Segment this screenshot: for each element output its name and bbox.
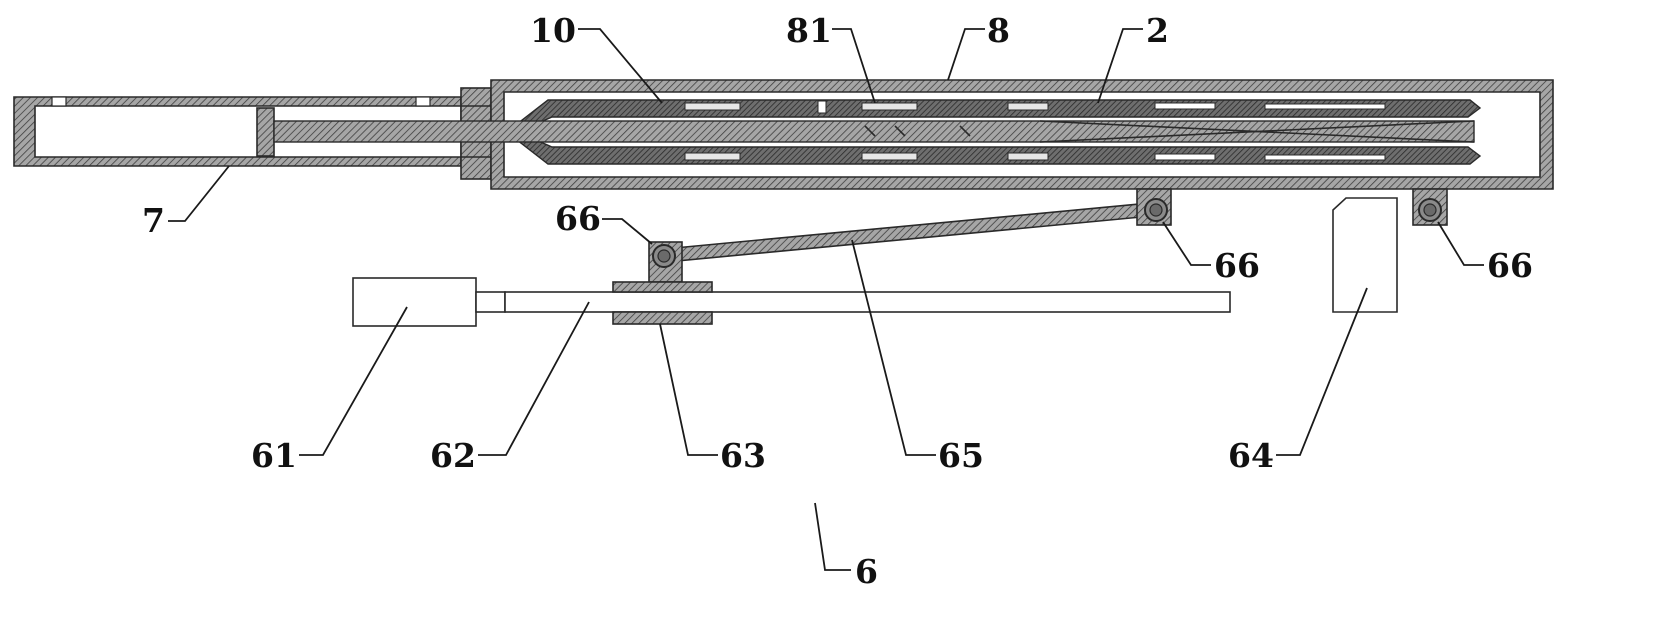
label-66-right: 66 [1487,246,1533,285]
leader-63 [659,323,718,456]
reference-numerals: 10 81 8 2 7 66 66 66 61 62 63 65 64 6 [142,11,1533,591]
leader-62 [478,301,590,456]
label-61: 61 [251,436,297,475]
stop-block [1332,197,1398,313]
leader-2 [1097,28,1143,104]
leader-64 [1276,287,1368,456]
leader-66-left [602,218,653,245]
leader-lines [168,28,1484,571]
leader-61 [299,306,408,456]
label-66-middle: 66 [1214,246,1260,285]
drive-motor [352,277,477,327]
label-62: 62 [430,436,476,475]
tube-slot [861,152,918,161]
leader-7 [168,165,230,222]
cylinder-vent-left [51,96,67,107]
slider-nut-top [612,281,713,293]
slider-nut-bottom [612,311,713,325]
tube-slot [1264,103,1386,110]
housing-wall [490,79,1554,190]
label-7: 7 [142,201,165,240]
cylinder-vent-right [415,96,431,107]
tube-slot [1154,102,1216,110]
piston-head [256,107,275,157]
leader-6 [814,502,851,571]
leader-8 [947,28,985,81]
tube-slot [684,102,741,111]
label-64: 64 [1228,436,1274,475]
tube-slot [684,152,741,161]
leader-66-right [1437,221,1484,266]
piston-rod [273,120,1475,143]
outer-housing [490,79,1554,190]
label-65: 65 [938,436,984,475]
tube-slot [1154,153,1216,161]
leader-66-middle [1162,221,1211,266]
linkage-mechanism [352,188,1448,327]
label-8: 8 [987,11,1010,50]
tube-slot [1007,102,1049,111]
tube-slot [1264,154,1386,161]
tube-slot [817,100,827,114]
label-10: 10 [530,11,576,50]
tube-slot [1007,152,1049,161]
motor-shaft-coupling [475,291,506,313]
mechanism-diagram: 10 81 8 2 7 66 66 66 61 62 63 65 64 6 [13,11,1554,591]
leader-65 [851,239,936,456]
link-rod [663,202,1153,263]
inner-tube-assembly [273,99,1482,165]
label-63: 63 [720,436,766,475]
label-2: 2 [1146,11,1169,50]
label-66-left: 66 [555,199,601,238]
label-6: 6 [855,552,878,591]
leader-10 [578,28,663,104]
label-81: 81 [786,11,832,50]
tube-slot [861,102,918,111]
leader-81 [832,28,876,104]
